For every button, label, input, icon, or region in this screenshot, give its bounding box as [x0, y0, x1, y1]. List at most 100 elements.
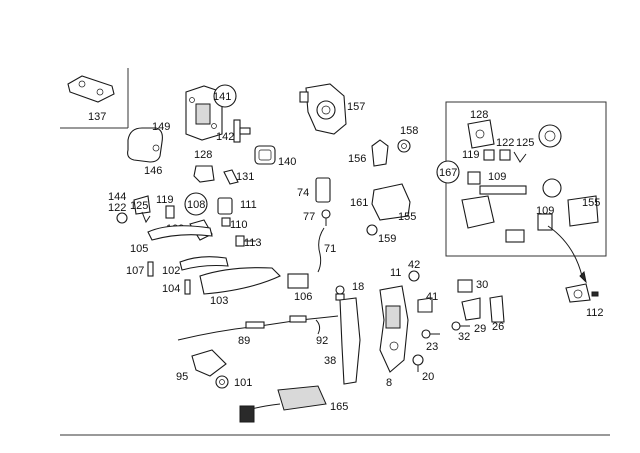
label-155a: 155 [398, 211, 416, 223]
label-26: 26 [492, 321, 504, 333]
label-141: 141 [213, 91, 231, 103]
part-122-cylinder [116, 212, 128, 224]
part-30 [457, 279, 473, 293]
part-92-clip [315, 319, 321, 335]
part-113-screw [235, 235, 256, 247]
part-23-screw [421, 329, 440, 339]
label-158: 158 [400, 125, 418, 137]
part-119 [165, 205, 175, 219]
label-109b: 109 [488, 171, 506, 183]
label-157: 157 [347, 101, 365, 113]
part-89-sleeve-1 [245, 321, 265, 329]
label-23: 23 [426, 341, 438, 353]
label-92: 92 [316, 335, 328, 347]
label-108: 108 [187, 199, 205, 211]
part-112-lock [565, 283, 599, 303]
part-108-callout [184, 192, 208, 216]
part-20-screw [412, 354, 424, 372]
label-122a: 122 [108, 202, 126, 214]
part-155-control-unit [371, 183, 411, 221]
label-149: 149 [152, 121, 170, 133]
label-131: 131 [236, 171, 254, 183]
part-140-seal [254, 145, 276, 165]
label-119a: 119 [156, 194, 174, 206]
arrow-head [579, 270, 587, 284]
part-165-actuator [239, 385, 327, 423]
part-89-sleeve-2 [289, 315, 307, 323]
label-89: 89 [238, 335, 250, 347]
part-95 [191, 349, 227, 377]
label-156: 156 [348, 153, 366, 165]
inset-lock-cylinder [467, 119, 562, 149]
part-104 [184, 279, 191, 295]
label-104: 104 [162, 283, 180, 295]
label-42: 42 [408, 259, 420, 271]
part-42-washer [408, 270, 420, 282]
label-161: 161 [350, 197, 368, 209]
label-125a: 125 [130, 200, 148, 212]
label-11: 11 [390, 267, 401, 279]
gasket-shape [67, 75, 115, 103]
part-26 [489, 295, 505, 323]
inset-parts-row [461, 149, 599, 243]
label-20: 20 [422, 371, 434, 383]
label-128b: 128 [470, 109, 488, 121]
label-102: 102 [162, 265, 180, 277]
label-8: 8 [386, 377, 392, 389]
label-74: 74 [297, 187, 309, 199]
part-77-screw [321, 209, 331, 226]
part-111-block [217, 197, 233, 215]
label-107: 107 [126, 265, 144, 277]
label-30: 30 [476, 279, 488, 291]
label-167: 167 [439, 167, 457, 179]
label-109c: 109 [536, 205, 554, 217]
part-102-handle [179, 256, 229, 271]
part-38-housing [339, 297, 361, 385]
label-165: 165 [330, 401, 348, 413]
label-125b: 125 [516, 137, 534, 149]
part-146-149-cover [127, 127, 163, 163]
part-167-callout [436, 160, 460, 184]
part-106 [287, 273, 309, 289]
part-18-clip [335, 285, 345, 301]
part-107 [147, 261, 154, 277]
part-156-clip [371, 139, 389, 167]
part-74 [315, 177, 331, 203]
label-101: 101 [234, 377, 252, 389]
part-29 [461, 297, 481, 321]
label-159: 159 [378, 233, 396, 245]
arrow-to-112 [547, 225, 583, 277]
part-157-bracket [299, 83, 347, 135]
label-112: 112 [586, 307, 604, 319]
part-105-handle [147, 225, 213, 241]
label-77: 77 [303, 211, 315, 223]
part-71-rod [317, 227, 325, 273]
label-144: 144 [108, 191, 126, 203]
part-141-carrier [185, 84, 251, 143]
label-106: 106 [294, 291, 312, 303]
label-18: 18 [352, 281, 364, 293]
part-32-screw [451, 321, 470, 331]
label-142: 142 [216, 131, 234, 143]
part-103-gasket [199, 267, 281, 295]
label-137: 137 [88, 111, 106, 123]
label-105: 105 [130, 243, 148, 255]
part-128-clip [193, 165, 215, 183]
label-95: 95 [176, 371, 188, 383]
label-140: 140 [278, 156, 296, 168]
part-158-nut [397, 139, 411, 153]
part-41 [417, 297, 433, 313]
label-110: 110 [230, 219, 248, 231]
label-111: 111 [240, 199, 257, 211]
part-110-clip [221, 217, 231, 227]
label-71: 71 [324, 243, 336, 255]
label-146: 146 [144, 165, 162, 177]
label-29: 29 [474, 323, 486, 335]
part-131-pin [223, 169, 239, 185]
part-8-door-lock [379, 285, 409, 373]
label-122b: 122 [496, 137, 514, 149]
label-113: 113 [244, 237, 262, 249]
part-144-housing [133, 195, 151, 215]
part-159-nut [366, 224, 378, 236]
